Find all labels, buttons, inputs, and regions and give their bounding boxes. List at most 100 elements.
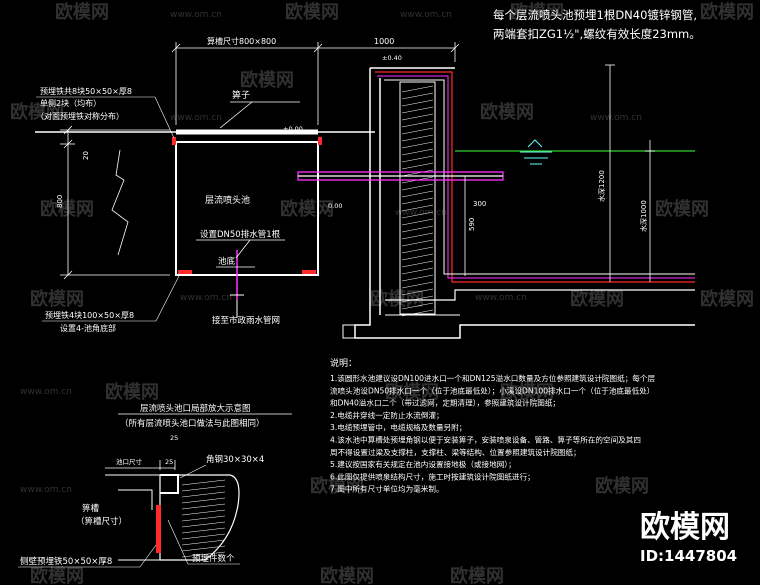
hatch-line <box>181 521 226 528</box>
hatch-line <box>401 190 434 198</box>
note-line: 2.电缆井穿线一定防止水流倒灌； <box>330 410 444 420</box>
watermark-site: www.om.cn <box>475 293 527 303</box>
note-line: 6.此图仅提供喷泉结构尺寸，施工时按建筑设计院图纸进行； <box>330 471 535 481</box>
detail-side-iron: 侧壁预埋铁50×50×厚8 <box>20 556 112 567</box>
hatch-line <box>181 545 226 552</box>
watermark-brand: 欧模网 <box>700 288 754 310</box>
hatch-line <box>181 551 226 558</box>
nozzle-pit <box>35 129 375 318</box>
hatch-line <box>401 141 434 149</box>
hatch-line <box>181 491 226 498</box>
watermark-brand: 欧模网 <box>55 1 109 23</box>
note-line: 5.建议按国家有关规定在池内设置接地极（或接地网）； <box>330 459 516 469</box>
embed-iron-top-2: 单侧2块（均布） <box>40 98 101 108</box>
top-dimensions <box>171 42 460 125</box>
hatch-line <box>401 106 434 114</box>
detail-label-pit: 池口尺寸 <box>116 457 143 466</box>
watermark-brand: 欧模网 <box>105 381 159 403</box>
water-depth-1200: 水深1200 <box>597 170 606 202</box>
hatch-line <box>401 85 434 93</box>
label-drain-pipe: 设置DN50排水管1根 <box>200 229 281 240</box>
hatch-line <box>401 120 434 128</box>
note-line: 流喷头池设DN50排水口一个（位于池底最低处）；小溪设DN100排水口一个（位于… <box>330 385 654 395</box>
hatch-line <box>401 148 434 156</box>
hatch-line <box>401 246 434 254</box>
hatch-line <box>401 260 434 268</box>
hatch-line <box>401 99 434 107</box>
detail-angle-steel: 角钢30×30×4 <box>206 454 264 465</box>
watermark-site: www.om.cn <box>170 10 222 20</box>
notes-heading: 说明： <box>330 357 357 369</box>
notes-list: 1.该圆形水池建议设DN100进水口一个和DN125溢水口数量及方位参照建筑设计… <box>330 373 655 494</box>
watermark-brand: 欧模网 <box>595 475 649 497</box>
hatch-line <box>401 295 434 303</box>
note-line: 7.图中所有尺寸单位均为毫米制。 <box>330 484 444 494</box>
label-grate: 箅子 <box>232 89 250 101</box>
watermark-site: www.om.cn <box>590 113 642 123</box>
hatch-line <box>401 274 434 282</box>
detail-dim-25-b: 25 <box>170 434 178 442</box>
hatch-line <box>401 211 434 219</box>
hatch-line <box>401 92 434 100</box>
corner-brand: 欧模网 <box>640 510 730 545</box>
hatch-line <box>181 485 226 492</box>
watermark-site: www.om.cn <box>20 387 72 397</box>
watermark-site: www.om.cn <box>395 208 447 218</box>
detail-dim-25: 25 <box>165 458 173 466</box>
note-line: 和DN40溢水口二个（带过滤网，定期清理），参照建筑设计院图纸； <box>330 398 560 408</box>
hatch-line <box>181 527 226 534</box>
hatch-line <box>401 267 434 275</box>
watermark-brand: 欧模网 <box>570 288 624 310</box>
dim-800: 800 <box>56 195 64 208</box>
watermark-brand: 欧模网 <box>370 288 424 310</box>
top-note-line1: 每个层流喷头池预埋1根DN40镀锌钢管, <box>493 8 697 22</box>
hatch-line <box>181 503 226 510</box>
watermark-layer: 欧模网 www.om.cn 欧模网 www.om.cn 欧模网 欧模网 欧模网 … <box>10 1 754 585</box>
hatch-line <box>401 162 434 170</box>
hatch-line <box>401 302 434 310</box>
hatch-line <box>401 204 434 212</box>
watermark-brand: 欧模网 <box>285 1 339 23</box>
note-line: 4.该水池中算槽处预埋角钢以便于安装箅子，安装喷泉设备、管路、箅子等所在的空间及… <box>330 435 641 445</box>
pool-structure <box>297 64 695 339</box>
note-line: 1.该圆形水池建议设DN100进水口一个和DN125溢水口数量及方位参照建筑设计… <box>330 373 655 383</box>
left-dimension <box>60 125 170 280</box>
watermark-brand: 欧模网 <box>320 565 374 585</box>
label-pool-bottom: 池底 <box>218 256 236 267</box>
watermark-brand: 欧模网 <box>30 288 84 310</box>
dim-20: 20 <box>82 151 90 160</box>
hatch-line <box>401 281 434 289</box>
watermark-site: www.om.cn <box>400 10 452 20</box>
hatch-line <box>181 509 226 516</box>
hatch-line <box>401 239 434 247</box>
dim-1000: 1000 <box>374 37 394 46</box>
embed-iron-top-1: 预埋铁共8块50×50×厚8 <box>40 86 132 96</box>
elev-mid: ±0.00 <box>283 125 303 133</box>
hatch-line <box>401 218 434 226</box>
hatch-line <box>401 127 434 135</box>
hatch-line <box>401 288 434 296</box>
hatch-line <box>401 134 434 142</box>
watermark-brand: 欧模网 <box>500 381 554 403</box>
watermark-brand: 欧模网 <box>40 198 94 220</box>
watermark-brand: 欧模网 <box>280 198 334 220</box>
watermark-site: www.om.cn <box>180 293 232 303</box>
hatch-line <box>401 253 434 261</box>
hatch-line <box>401 197 434 205</box>
hatch-line <box>401 225 434 233</box>
hatch-line <box>181 497 226 504</box>
dim-300: 300 <box>473 200 486 208</box>
embed-iron-top-3: （对面预埋铁对称分布） <box>36 111 124 121</box>
watermark-brand: 欧模网 <box>510 1 564 23</box>
hatch-line <box>181 533 226 540</box>
detail-embed-count: 预埋件数个 <box>192 553 235 564</box>
watermark-brand: 欧模网 <box>385 381 439 403</box>
watermark-brand: 欧模网 <box>450 565 504 585</box>
watermark-brand: 欧模网 <box>480 101 534 123</box>
label-nozzle-pool: 层流喷头池 <box>205 194 250 206</box>
elev-top: ±0.40 <box>382 54 402 62</box>
note-line: 3.电缆预埋管中，电缆规格及数量另附； <box>330 422 466 432</box>
label-connect-rain: 接至市政雨水管网 <box>212 315 280 326</box>
watermark-site: www.om.cn <box>20 485 72 495</box>
